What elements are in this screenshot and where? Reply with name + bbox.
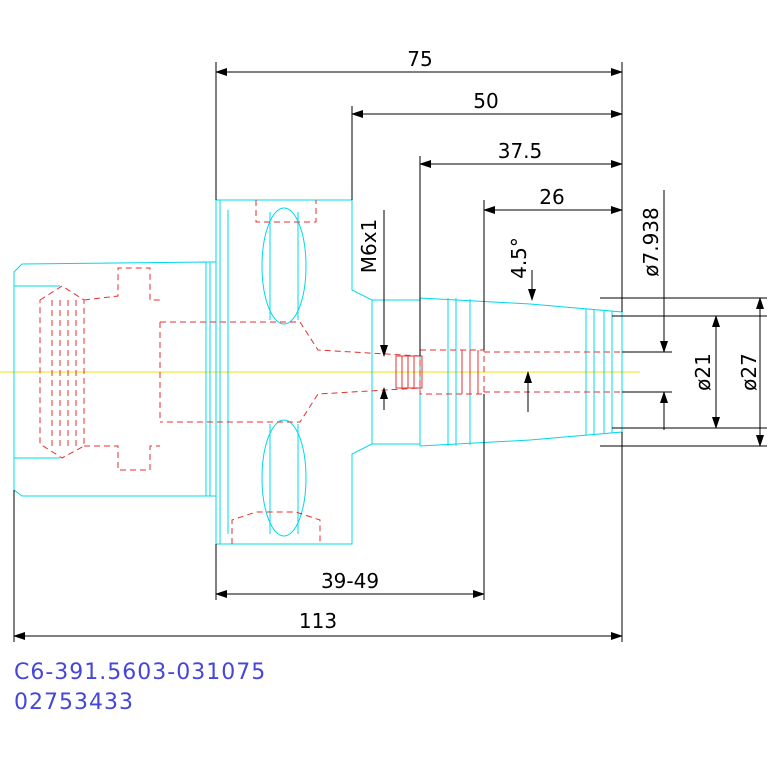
dia-27-label: ø27 [737, 353, 761, 391]
dia-7938-label: ø7.938 [639, 207, 663, 277]
dim-26-label: 26 [539, 185, 564, 209]
dim-113-label: 113 [299, 609, 337, 633]
thread-label: M6x1 [357, 219, 381, 274]
item-code: 02753433 [14, 690, 134, 715]
dim-39-49-label: 39-49 [321, 569, 379, 593]
holder-body-outline [13, 199, 623, 545]
dim-75-label: 75 [407, 47, 432, 71]
dia-21-label: ø21 [691, 353, 715, 391]
hidden-features [39, 200, 622, 544]
dim-37-5-label: 37.5 [498, 139, 543, 163]
dim-50-label: 50 [473, 89, 498, 113]
dimension-lines [13, 62, 767, 642]
part-number: C6-391.5603-031075 [14, 660, 267, 685]
taper-angle-label: 4.5° [507, 237, 531, 279]
